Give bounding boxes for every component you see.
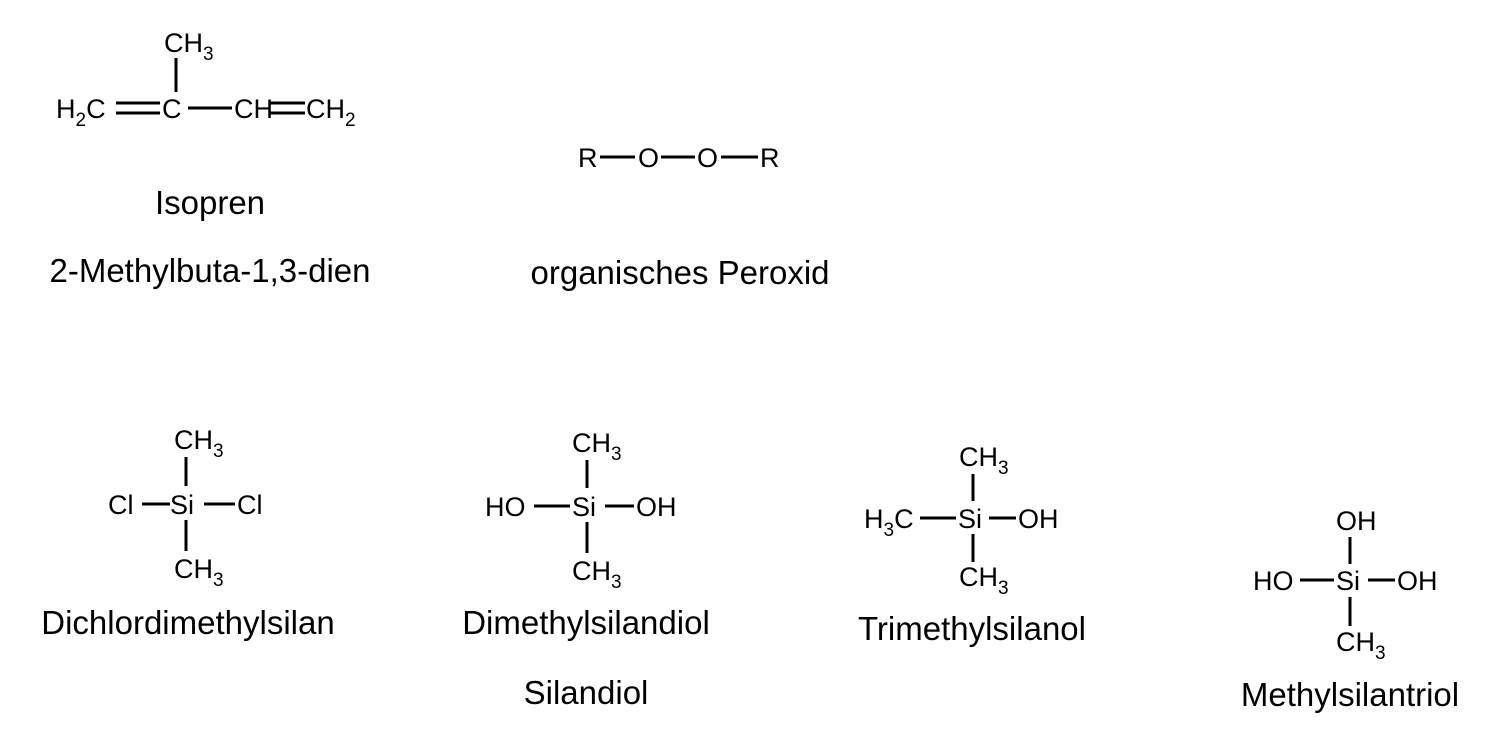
atom-oh-right: OH xyxy=(636,492,677,522)
methylsilantriol-structure: OH HO Si OH CH3 Methylsilantriol xyxy=(1241,506,1459,713)
atom-ch3-bottom: CH3 xyxy=(1336,627,1386,664)
atom-ch3-top: CH3 xyxy=(572,428,622,465)
atom-o-right: O xyxy=(697,143,718,173)
atom-h3c-left: H3C xyxy=(864,504,914,541)
compound-iupac-name: 2-Methylbuta-1,3-dien xyxy=(49,252,370,289)
atom-o-left: O xyxy=(638,143,659,173)
compound-name-methylsilantriol: Methylsilantriol xyxy=(1241,676,1459,713)
atom-ch3-bottom: CH3 xyxy=(572,556,622,593)
atom-cl-left: Cl xyxy=(108,490,134,520)
compound-name-isopren: Isopren xyxy=(155,184,265,221)
atom-si: Si xyxy=(572,492,596,522)
atom-ch3-top: CH3 xyxy=(959,442,1009,479)
atom-oh-top: OH xyxy=(1336,506,1377,536)
compound-name-dimethylsilandiol: Dimethylsilandiol xyxy=(462,604,710,641)
atom-si: Si xyxy=(958,504,982,534)
compound-alt-name-silandiol: Silandiol xyxy=(524,674,649,711)
atom-ho-left: HO xyxy=(485,492,526,522)
atom-si: Si xyxy=(170,490,194,520)
peroxid-structure: R O O R organisches Peroxid xyxy=(531,143,830,291)
compound-name-trimethylsilanol: Trimethylsilanol xyxy=(858,610,1086,647)
compound-name-dichlordimethylsilan: Dichlordimethylsilan xyxy=(41,604,334,641)
atom-si: Si xyxy=(1336,566,1360,596)
atom-r-left: R xyxy=(578,143,598,173)
atom-ho-left: HO xyxy=(1253,566,1294,596)
dimethylsilandiol-structure: CH3 HO Si OH CH3 Dimethylsilandiol Silan… xyxy=(462,428,710,711)
atom-ch3-bottom: CH3 xyxy=(959,562,1009,599)
atom-ch3-top: CH3 xyxy=(174,425,224,462)
dichlordimethylsilan-structure: CH3 Cl Si Cl CH3 Dichlordimethylsilan xyxy=(41,425,334,641)
atom-ch3: CH3 xyxy=(164,28,214,65)
atom-oh-right: OH xyxy=(1397,566,1438,596)
atom-oh-right: OH xyxy=(1018,504,1059,534)
trimethylsilanol-structure: CH3 H3C Si OH CH3 Trimethylsilanol xyxy=(858,442,1086,647)
compound-name-peroxid: organisches Peroxid xyxy=(531,254,830,291)
atom-c: C xyxy=(162,94,182,124)
isopren-structure: CH3 H2C C CH CH2 Isopren 2-Methylbuta-1,… xyxy=(49,28,370,289)
atom-ch2: CH2 xyxy=(306,94,356,131)
atom-h2c: H2C xyxy=(56,94,106,131)
atom-ch3-bottom: CH3 xyxy=(174,554,224,591)
atom-ch: CH xyxy=(234,94,273,124)
atom-cl-right: Cl xyxy=(237,490,263,520)
atom-r-right: R xyxy=(760,143,780,173)
